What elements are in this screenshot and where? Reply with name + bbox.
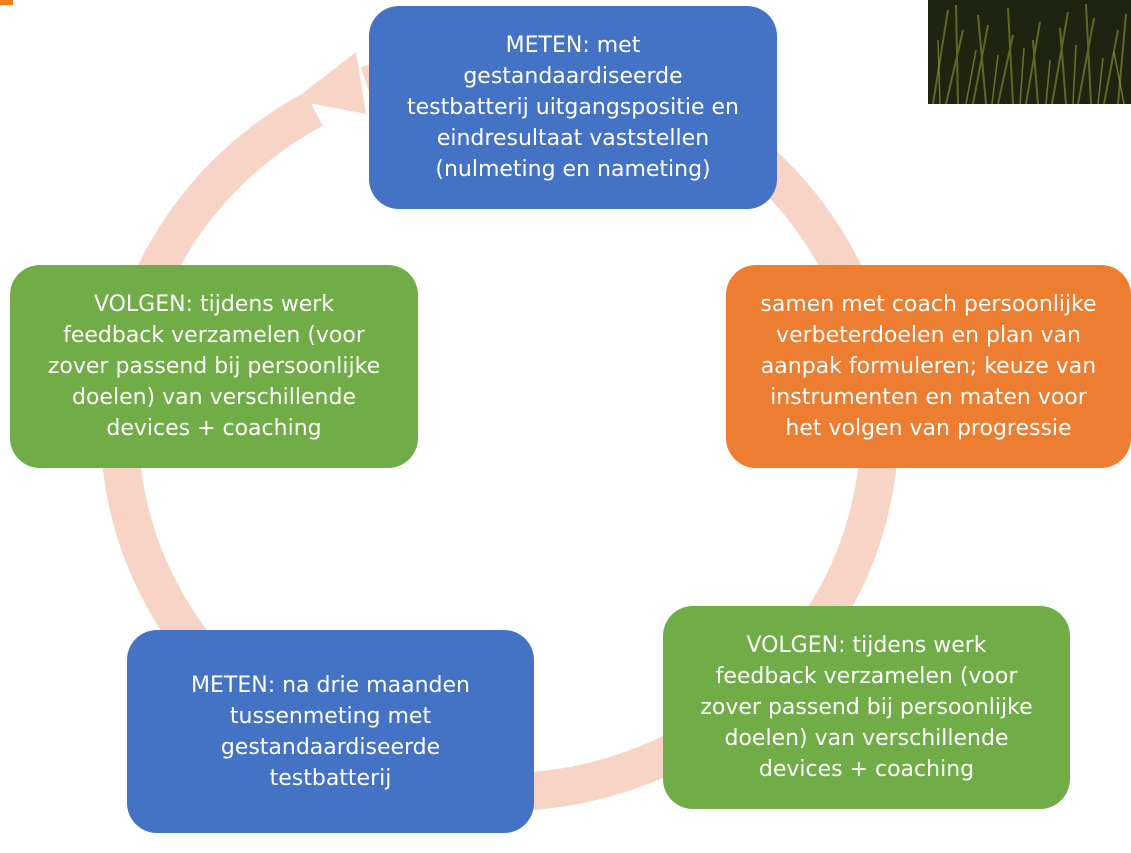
step-goals-plan: samen met coach persoonlijke verbeterdoe… (726, 265, 1131, 468)
grass-photo-image (928, 0, 1131, 104)
step-meten-interim-text: METEN: na drie maanden tussenmeting met … (191, 672, 470, 791)
step-meten-interim: METEN: na drie maanden tussenmeting met … (127, 630, 534, 833)
step-volgen-right: VOLGEN: tijdens werk feedback verzamelen… (663, 606, 1070, 809)
grass-photo (928, 0, 1131, 104)
accent-mark (0, 0, 13, 5)
step-goals-plan-text: samen met coach persoonlijke verbeterdoe… (760, 292, 1097, 441)
step-volgen-left: VOLGEN: tijdens werk feedback verzamelen… (10, 265, 418, 468)
step-meten-baseline-text: METEN: met gestandaardiseerde testbatter… (407, 33, 739, 182)
step-meten-baseline: METEN: met gestandaardiseerde testbatter… (369, 6, 777, 209)
cycle-arrowhead (294, 52, 366, 114)
step-volgen-right-text: VOLGEN: tijdens werk feedback verzamelen… (700, 633, 1033, 782)
step-volgen-left-text: VOLGEN: tijdens werk feedback verzamelen… (47, 292, 381, 441)
